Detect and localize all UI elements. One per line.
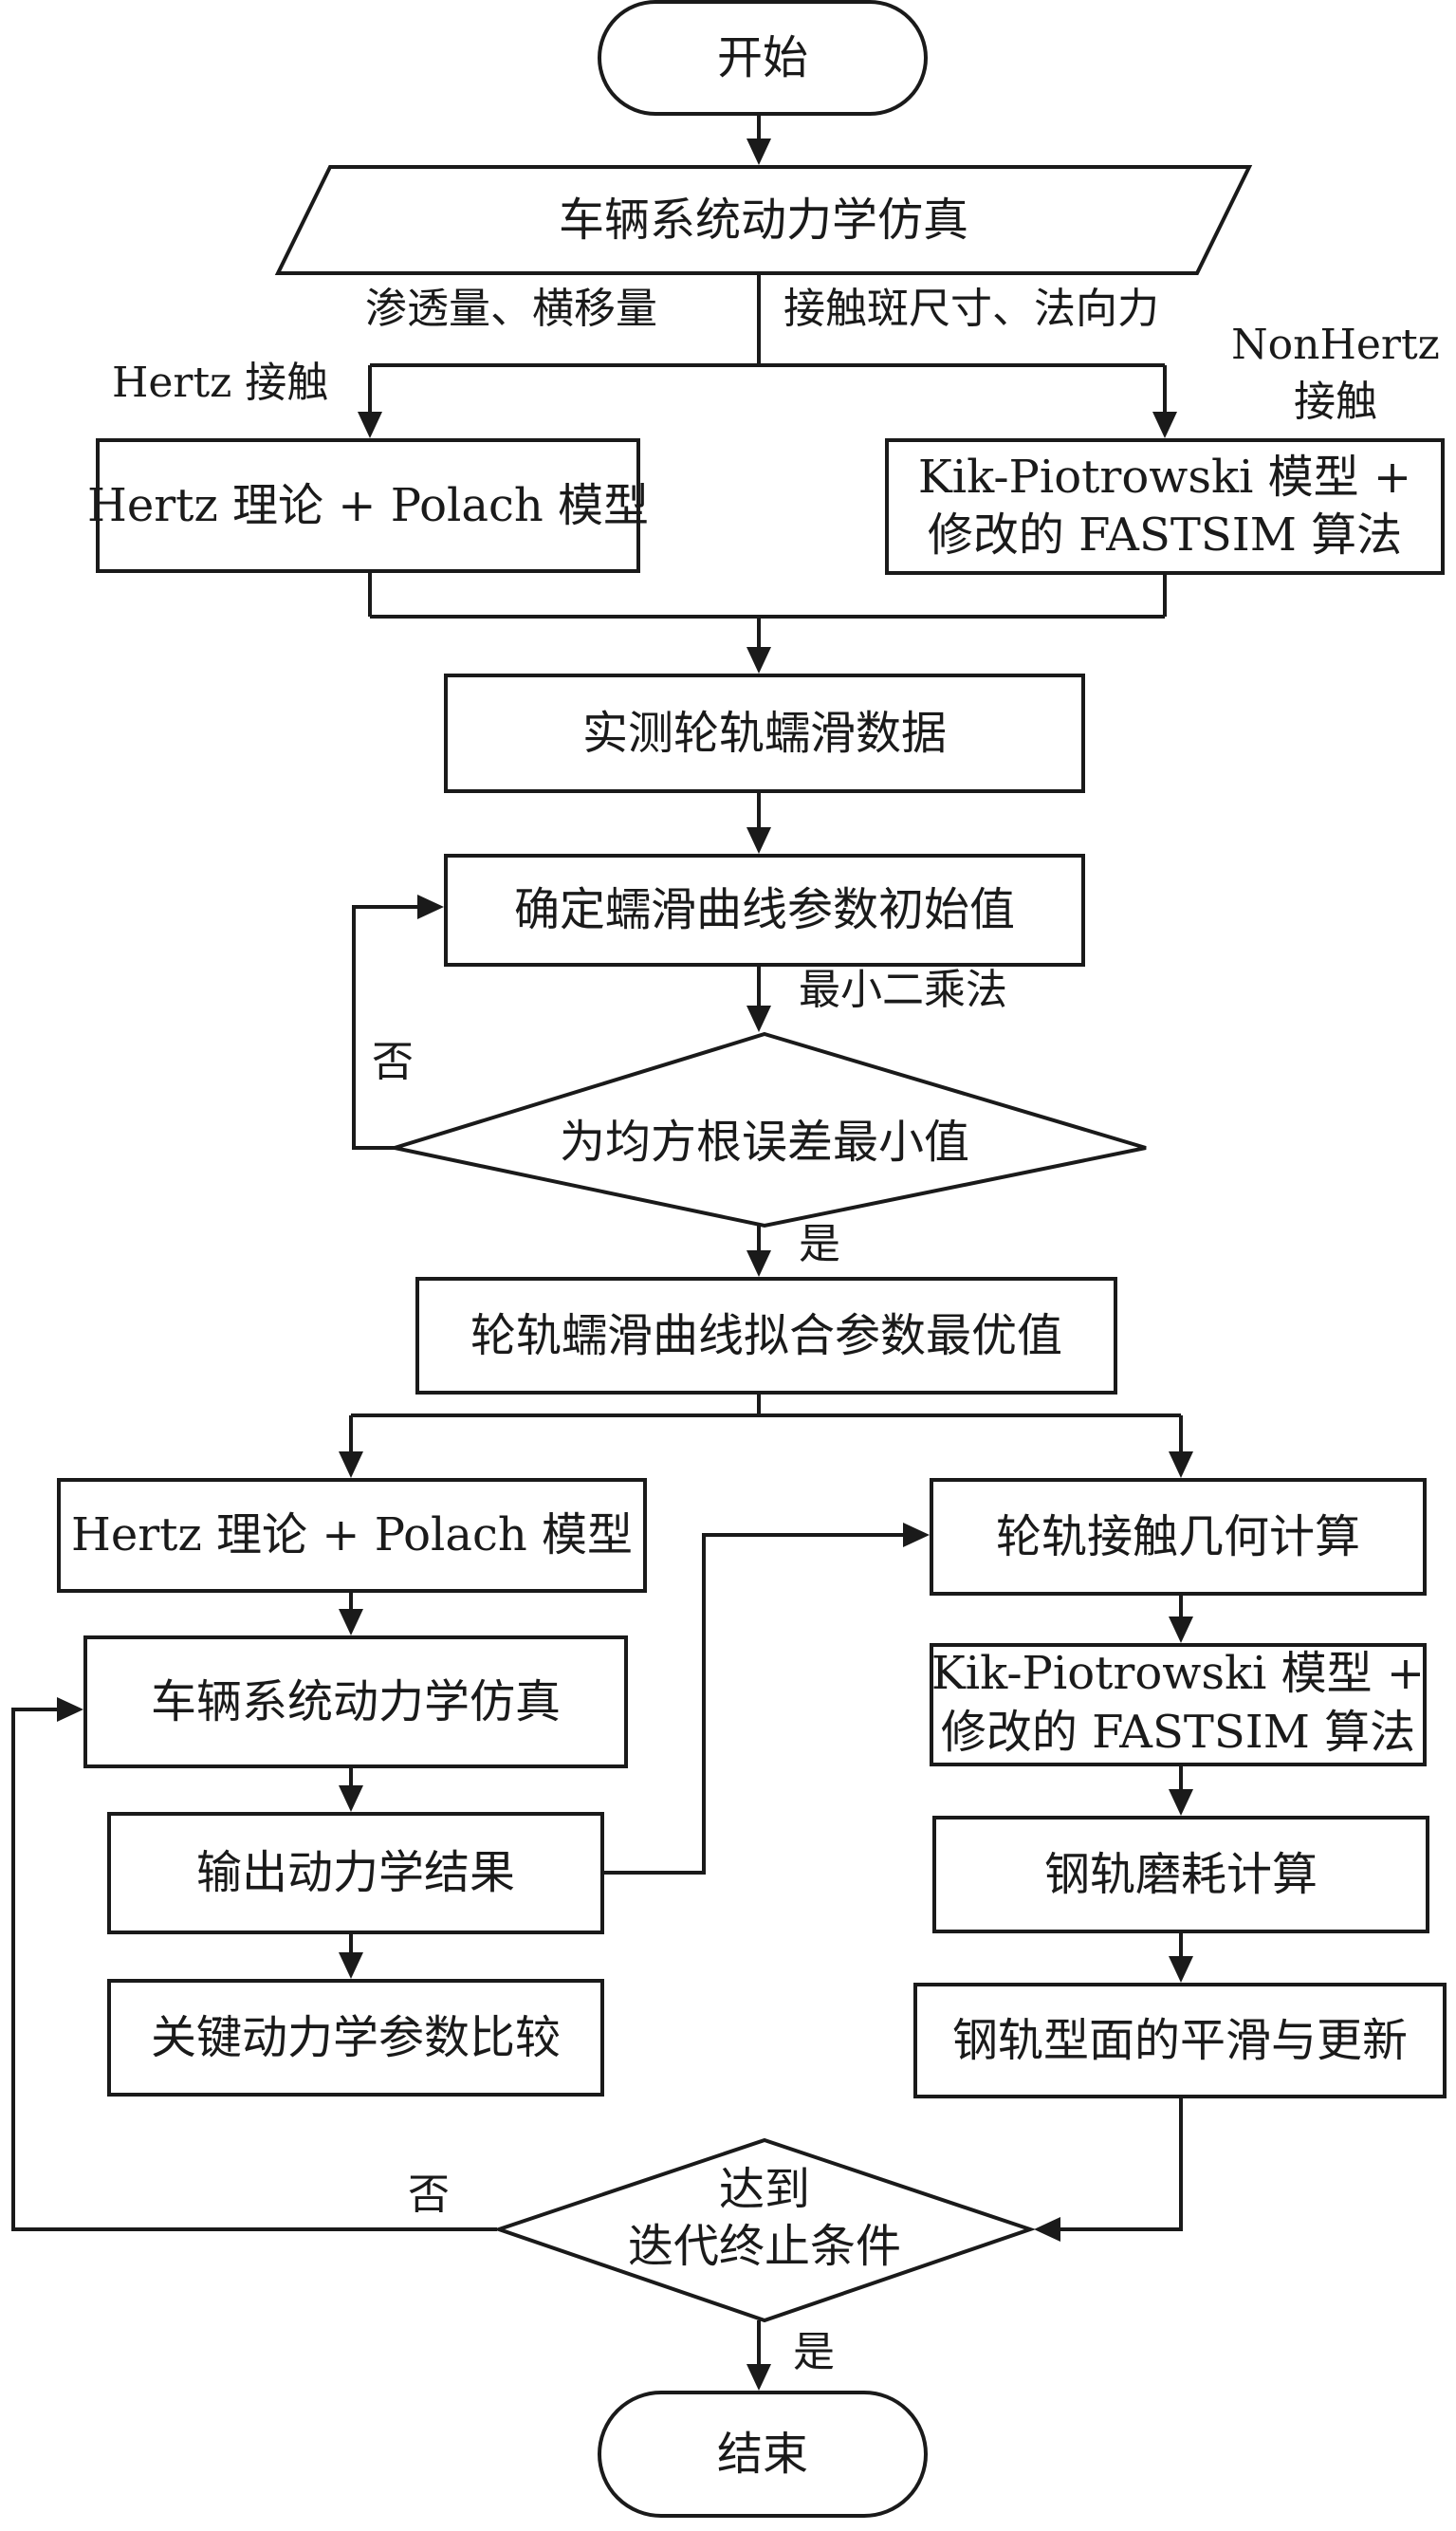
- arrowheads: [57, 139, 1193, 2391]
- compare-box: [107, 1979, 604, 2097]
- nonhertz-label-line2: 接触: [1294, 378, 1377, 426]
- rmse-decision-label: 为均方根误差最小值: [560, 1116, 969, 1169]
- sim1-io-shape: [274, 165, 1253, 275]
- node-hertz2: Hertz 理论 + Polach 模型: [57, 1478, 647, 1593]
- kik2-label-line2: 修改的 FASTSIM 算法: [941, 1706, 1415, 1759]
- sim2-label: 车辆系统动力学仿真: [151, 1675, 561, 1728]
- smooth-box: [913, 1983, 1447, 2098]
- geometry-box: [930, 1478, 1427, 1596]
- optimal-box: [415, 1277, 1117, 1395]
- kik1-label-line2: 修改的 FASTSIM 算法: [928, 508, 1402, 562]
- measured-label: 实测轮轨蠕滑数据: [582, 707, 947, 760]
- arrowhead-geometry: [1169, 1451, 1193, 1478]
- node-rmse-decision: 为均方根误差最小值: [387, 1031, 1147, 1229]
- node-optimal: 轮轨蠕滑曲线拟合参数最优值: [415, 1277, 1117, 1395]
- kik2-box: [930, 1643, 1427, 1766]
- arrowhead-optimal: [746, 1250, 771, 1277]
- node-end: 结束: [598, 2391, 928, 2518]
- node-kik2: Kik-Piotrowski 模型 + 修改的 FASTSIM 算法: [930, 1643, 1427, 1766]
- measured-box: [444, 674, 1085, 793]
- node-hertz1: Hertz 理论 + Polach 模型: [87, 438, 649, 573]
- end-terminal: [598, 2391, 928, 2518]
- node-wear: 钢轨磨耗计算: [932, 1816, 1429, 1933]
- hertz-contact-label: Hertz 接触: [112, 359, 328, 407]
- start-label: 开始: [717, 31, 808, 84]
- init-params-box: [444, 854, 1085, 967]
- arrowhead-decision2-in: [1034, 2217, 1060, 2242]
- output-box: [107, 1812, 604, 1934]
- arrowhead-init: [746, 827, 771, 854]
- arrowhead-wear: [1169, 1789, 1193, 1816]
- node-sim2: 车辆系统动力学仿真: [83, 1635, 628, 1768]
- end-label: 结束: [717, 2428, 808, 2481]
- init-params-label: 确定蠕滑曲线参数初始值: [514, 883, 1015, 936]
- arrowhead-kik1: [1152, 412, 1177, 438]
- node-sim1: 车辆系统动力学仿真: [274, 165, 1253, 275]
- node-smooth: 钢轨型面的平滑与更新: [913, 1983, 1447, 2098]
- no-label-2: 否: [408, 2171, 450, 2219]
- compare-label: 关键动力学参数比较: [151, 2011, 561, 2064]
- end-decision-label-line2: 迭代终止条件: [628, 2220, 901, 2273]
- rmse-decision-diamond: [387, 1031, 1147, 1229]
- output-label: 输出动力学结果: [196, 1846, 515, 1899]
- node-measured: 实测轮轨蠕滑数据: [444, 674, 1085, 793]
- edge-decision-no-loop: [352, 905, 417, 1150]
- arrowhead-end: [746, 2364, 771, 2391]
- contact-patch-label: 接触斑尺寸、法向力: [783, 285, 1159, 333]
- wear-label: 钢轨磨耗计算: [1044, 1848, 1318, 1901]
- node-end-decision: 达到 迭代终止条件: [492, 2137, 1037, 2323]
- arrowhead-hertz2: [339, 1451, 363, 1478]
- wear-box: [932, 1816, 1429, 1933]
- sim2-box: [83, 1635, 628, 1768]
- arrowhead-sim1: [746, 139, 771, 165]
- node-start: 开始: [598, 0, 928, 116]
- arrowhead-decision: [746, 1006, 771, 1032]
- nonhertz-label-line1: NonHertz: [1231, 321, 1440, 369]
- node-compare: 关键动力学参数比较: [107, 1979, 604, 2097]
- arrowhead-geometry-in: [903, 1523, 930, 1547]
- arrowhead-init-loop: [417, 895, 444, 919]
- yes-label-1: 是: [799, 1220, 840, 1268]
- hertz2-label: Hertz 理论 + Polach 模型: [71, 1508, 633, 1561]
- kik1-box: [885, 438, 1445, 575]
- start-terminal: [598, 0, 928, 116]
- arrowhead-output: [339, 1785, 363, 1812]
- penetration-label: 渗透量、横移量: [365, 285, 657, 333]
- smooth-label: 钢轨型面的平滑与更新: [952, 2014, 1408, 2067]
- kik2-label-line1: Kik-Piotrowski 模型 +: [931, 1647, 1425, 1700]
- sim1-label: 车辆系统动力学仿真: [559, 194, 968, 247]
- geometry-label: 轮轨接触几何计算: [996, 1510, 1360, 1563]
- least-squares-label: 最小二乘法: [799, 966, 1007, 1014]
- node-output: 输出动力学结果: [107, 1812, 604, 1934]
- node-init-params: 确定蠕滑曲线参数初始值: [444, 854, 1085, 967]
- end-decision-diamond: [492, 2137, 1037, 2323]
- hertz1-label: Hertz 理论 + Polach 模型: [87, 479, 649, 532]
- arrowhead-hertz1: [358, 412, 382, 438]
- hertz2-box: [57, 1478, 647, 1593]
- no-label-1: 否: [372, 1038, 414, 1086]
- node-kik1: Kik-Piotrowski 模型 + 修改的 FASTSIM 算法: [885, 438, 1445, 575]
- arrowhead-smooth: [1169, 1956, 1193, 1983]
- yes-label-2: 是: [793, 2328, 835, 2376]
- edge-labels: 渗透量、横移量 接触斑尺寸、法向力 Hertz 接触 NonHertz 接触 最…: [112, 285, 1440, 2376]
- arrowhead-measured: [746, 647, 771, 674]
- edge-smooth-decision: [1060, 2097, 1183, 2231]
- node-geometry: 轮轨接触几何计算: [930, 1478, 1427, 1596]
- edge-decision-no-sim2: [11, 1708, 497, 2231]
- arrowhead-kik2: [1169, 1617, 1193, 1643]
- arrowhead-compare: [339, 1952, 363, 1979]
- optimal-label: 轮轨蠕滑曲线拟合参数最优值: [470, 1309, 1062, 1362]
- arrowhead-sim2: [339, 1609, 363, 1635]
- edge-output-geometry: [602, 1533, 903, 1875]
- arrowhead-sim2-loop: [57, 1697, 83, 1722]
- end-decision-label-line1: 达到: [719, 2163, 810, 2216]
- hertz1-box: [96, 438, 640, 573]
- kik1-label-line1: Kik-Piotrowski 模型 +: [918, 451, 1411, 504]
- connectors: [11, 114, 1183, 2364]
